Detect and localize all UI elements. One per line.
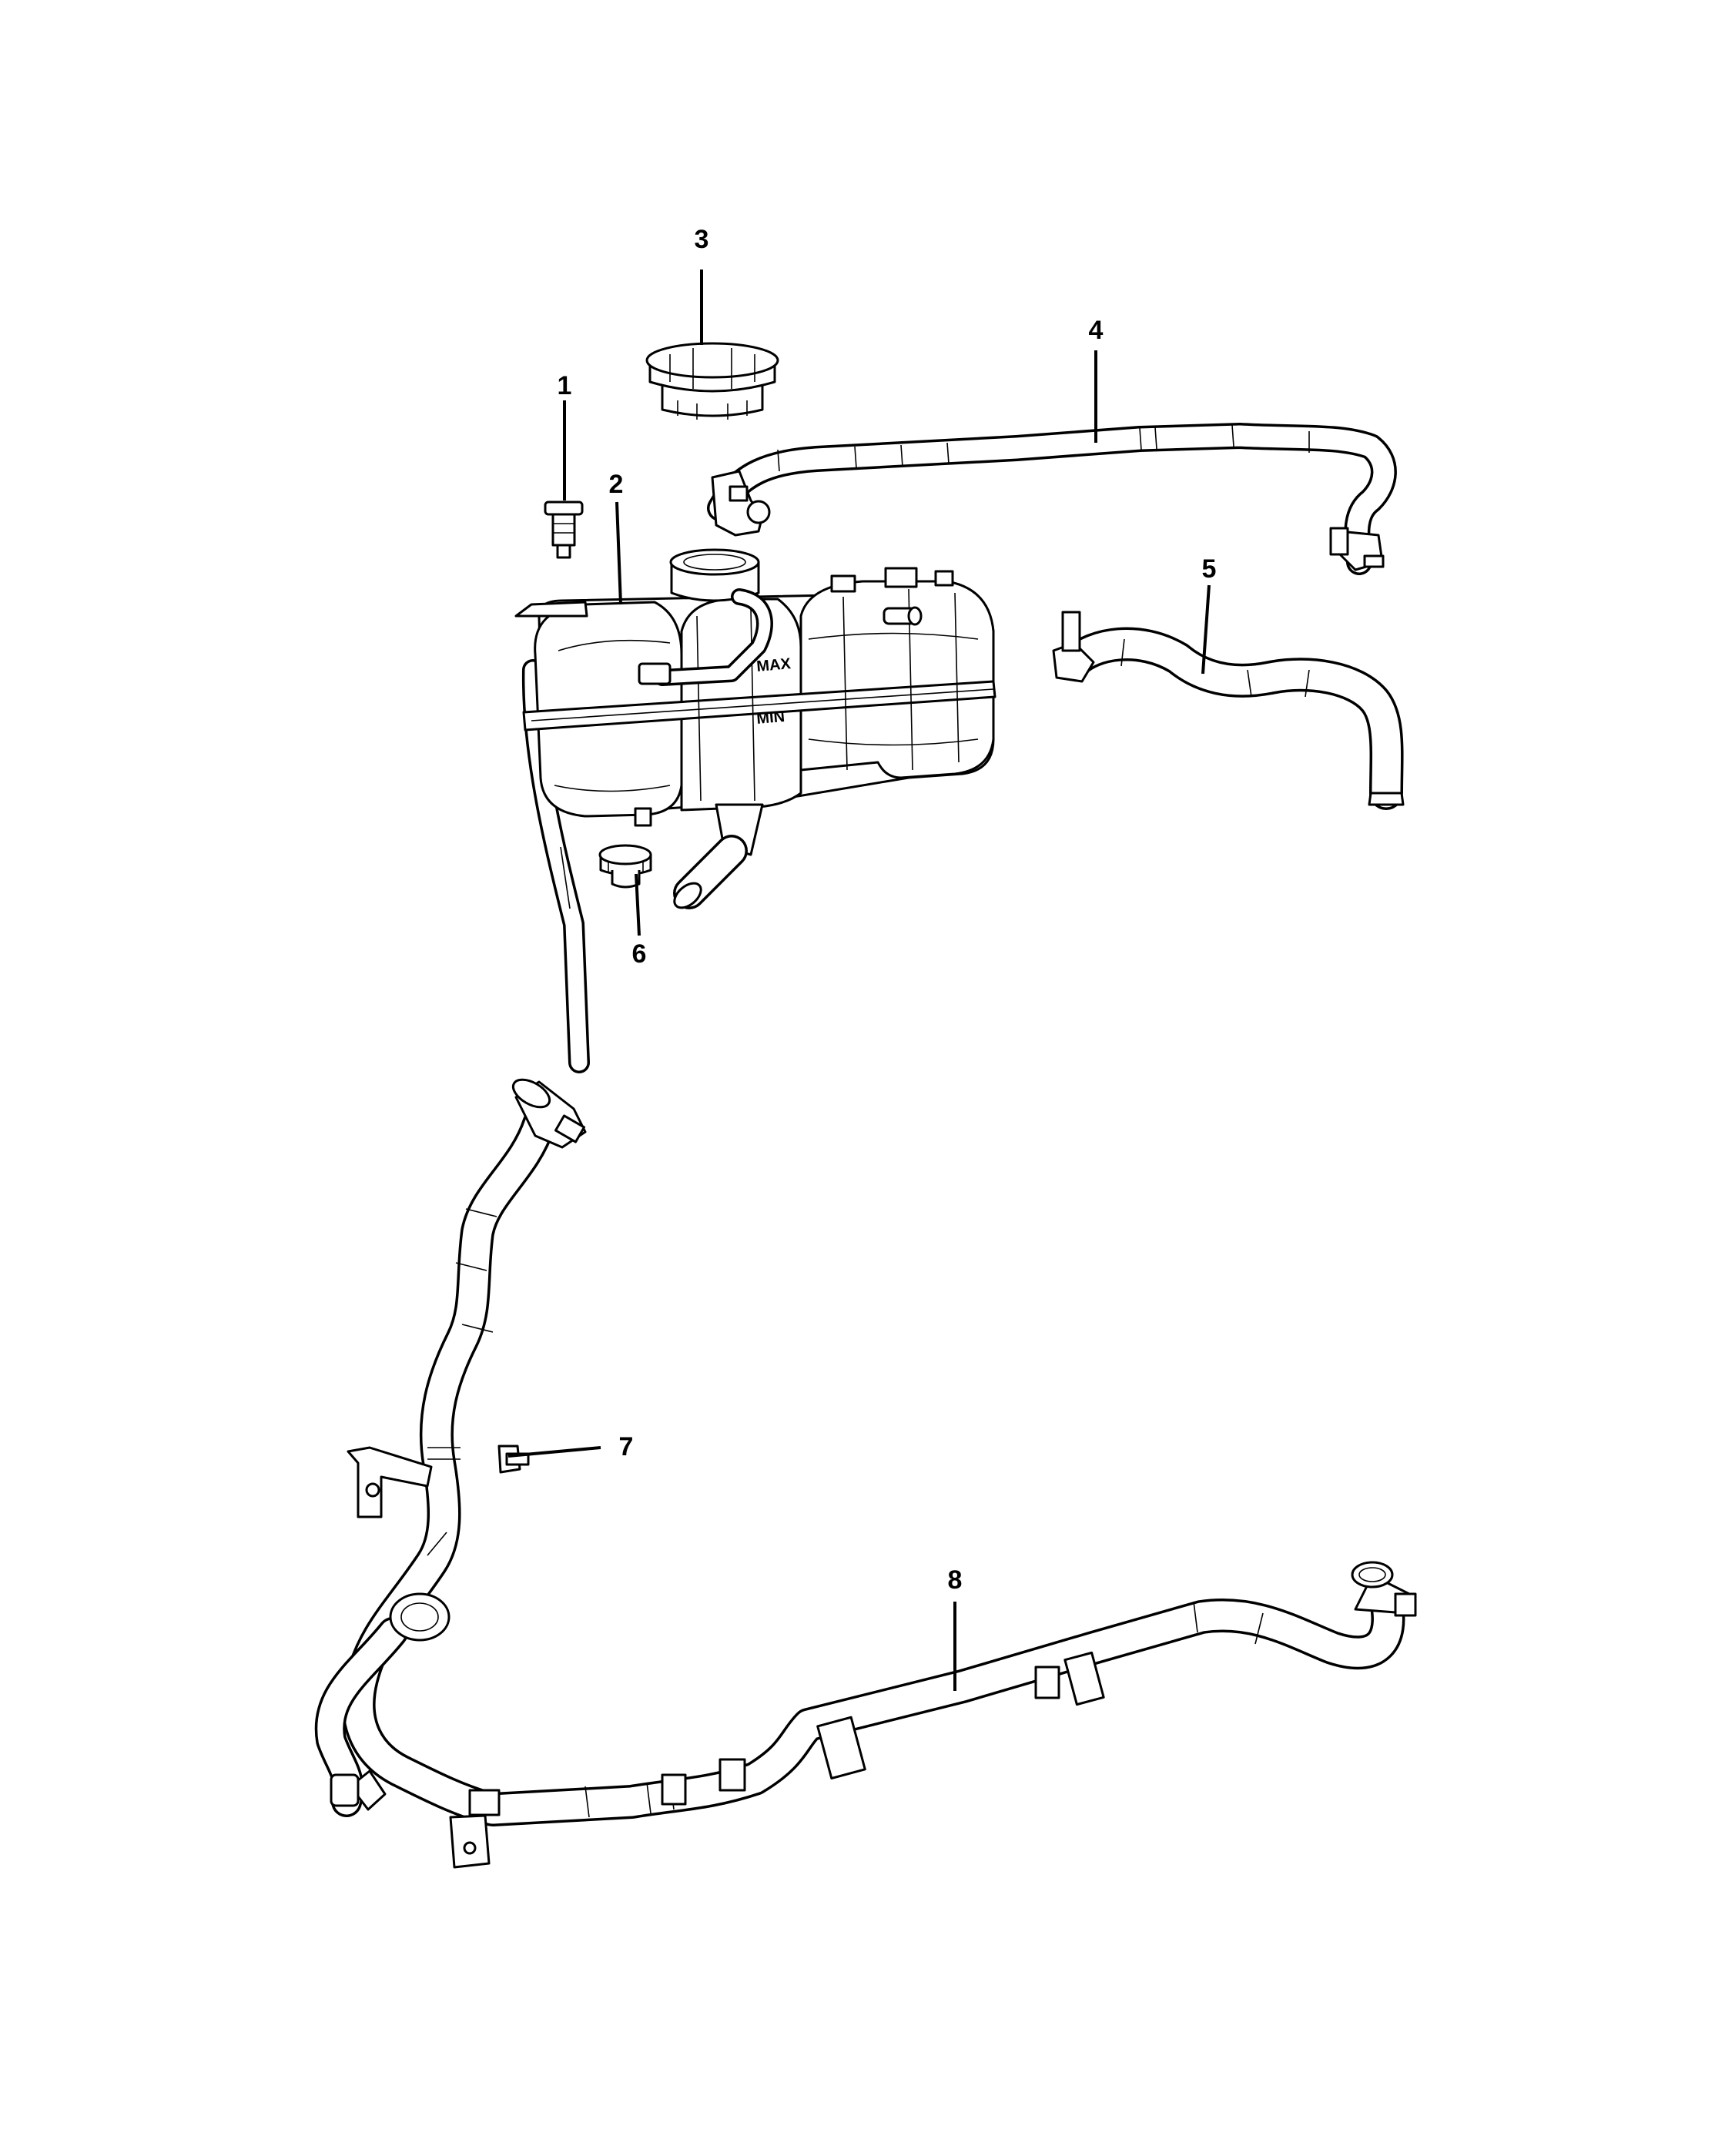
callout-4: 4 — [1089, 316, 1104, 345]
callout-5: 5 — [1202, 554, 1217, 584]
leader-line-2 — [615, 501, 622, 605]
min-level-marking: MIN — [756, 708, 785, 728]
leader-line-5 — [1201, 584, 1211, 675]
part-4-hose[interactable] — [707, 423, 1397, 575]
part-8-hose[interactable] — [314, 1074, 1417, 1869]
leader-line-6 — [635, 873, 641, 936]
part-5-hose[interactable] — [1052, 611, 1405, 810]
max-level-marking: MAX — [756, 655, 792, 675]
part-7-clip[interactable] — [497, 1445, 530, 1474]
callout-8: 8 — [948, 1565, 963, 1595]
callout-2: 2 — [609, 470, 624, 499]
part-1-bolt[interactable] — [544, 500, 584, 559]
leader-line-7 — [507, 1446, 601, 1458]
callout-6: 6 — [632, 939, 647, 969]
callout-1: 1 — [558, 371, 572, 400]
part-2-coolant-reservoir[interactable] — [514, 548, 996, 1073]
callout-7: 7 — [619, 1432, 634, 1461]
part-6-drain-plug[interactable] — [598, 844, 652, 889]
callout-3: 3 — [695, 225, 709, 254]
part-3-pressure-cap[interactable] — [645, 342, 779, 420]
